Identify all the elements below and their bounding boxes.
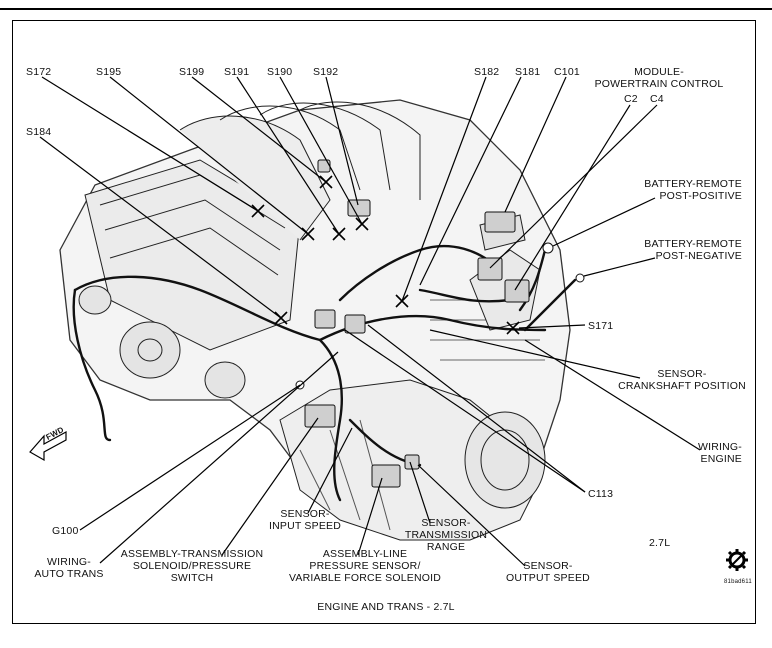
leader-output-speed [417,464,526,567]
leader-trans-solenoid [221,417,319,556]
wiring-auto-line2: AUTO TRANS [34,568,104,580]
leader-battery-negative [583,257,656,277]
label-s182: S182 [474,66,500,78]
leader-s190 [279,76,363,225]
label-s199: S199 [179,66,205,78]
connectors [295,159,585,488]
figure-caption: ENGINE AND TRANS - 2.7L [317,601,455,613]
label-g100: G100 [52,525,79,537]
leader-battery-positive [552,197,656,247]
leader-c2 [514,104,631,291]
label-battery-remote-post-positive: BATTERY-REMOTE POST-POSITIVE [620,178,742,202]
label-s192: S192 [313,66,339,78]
line-pressure-line3: VARIABLE FORCE SOLENOID [288,572,442,584]
leader-s192 [325,76,359,206]
leader-s181 [419,76,522,286]
leader-lines [39,76,701,567]
battery-neg-line2: POST-NEGATIVE [655,250,742,262]
leader-input-speed [307,427,353,514]
module-line1: MODULE- [634,66,684,78]
leader-line-pressure [357,477,383,556]
label-wiring-engine: WIRING- ENGINE [680,441,742,465]
trans-range-line2: TRANSMISSION [404,529,488,541]
leader-c101 [504,76,567,213]
fwd-arrow [29,430,67,462]
crank-line2: CRANKSHAFT POSITION [618,380,746,392]
trans-sol-line2: SOLENOID/PRESSURE [132,560,252,572]
label-c113: C113 [588,488,614,500]
line-pressure-line1: ASSEMBLY-LINE [322,548,408,560]
label-assembly-transmission-solenoid: ASSEMBLY-TRANSMISSION SOLENOID/PRESSURE … [112,548,272,584]
output-speed-line1: SENSOR- [523,560,573,572]
leader-s172 [41,76,259,212]
label-sensor-crankshaft-position: SENSOR- CRANKSHAFT POSITION [612,368,752,392]
trans-range-line1: SENSOR- [421,517,471,529]
leader-s182 [401,76,487,302]
label-module-powertrain-control: MODULE- POWERTRAIN CONTROL [594,66,724,90]
leader-c113-b [367,324,586,493]
leader-s199 [191,76,327,183]
trans-sol-line1: ASSEMBLY-TRANSMISSION [120,548,264,560]
label-s195: S195 [96,66,122,78]
battery-pos-line2: POST-POSITIVE [659,190,742,202]
label-s184: S184 [26,126,52,138]
engine-illustration [59,99,571,541]
crank-line1: SENSOR- [657,368,707,380]
label-s190: S190 [267,66,293,78]
leader-trans-range [409,461,431,524]
label-s172: S172 [26,66,52,78]
leader-crankshaft [429,329,641,379]
label-sensor-input-speed: SENSOR- INPUT SPEED [262,508,348,532]
leader-s195 [109,76,309,235]
label-sensor-output-speed: SENSOR- OUTPUT SPEED [498,560,598,584]
figure-frame [12,20,756,624]
trans-range-line3: RANGE [426,541,466,553]
wiring-auto-line1: WIRING- [47,556,91,568]
wiring-engine-line1: WIRING- [698,441,742,453]
wiring-engine-line2: ENGINE [700,453,742,465]
leader-c113-a [344,329,586,493]
leader-s184 [39,136,282,319]
leader-c4 [489,104,658,269]
label-c4: C4 [650,93,664,105]
leader-wiring-engine [524,339,701,451]
input-speed-line2: INPUT SPEED [268,520,342,532]
line-pressure-line2: PRESSURE SENSOR/ [309,560,421,572]
label-c2: C2 [624,93,638,105]
module-line2: POWERTRAIN CONTROL [594,78,724,90]
splice-s171-marker [506,321,520,335]
battery-neg-line1: BATTERY-REMOTE [644,238,742,250]
top-rule [0,8,772,10]
battery-pos-line1: BATTERY-REMOTE [644,178,742,190]
leader-g100 [79,384,301,531]
label-c101: C101 [554,66,580,78]
label-sensor-transmission-range: SENSOR- TRANSMISSION RANGE [396,517,496,553]
label-wiring-auto-trans: WIRING- AUTO TRANS [24,556,114,580]
label-assembly-line-pressure: ASSEMBLY-LINE PRESSURE SENSOR/ VARIABLE … [285,548,445,584]
leader-s191 [236,76,340,235]
label-engine-size: 2.7L [649,537,671,549]
label-figure-id: 81bad611 [724,579,752,585]
leader-s171 [518,324,586,329]
input-speed-line1: SENSOR- [280,508,330,520]
label-s171: S171 [588,320,614,332]
trans-sol-line3: SWITCH [170,572,214,584]
label-s191: S191 [224,66,250,78]
gear-icon [726,549,748,571]
label-battery-remote-post-negative: BATTERY-REMOTE POST-NEGATIVE [620,238,742,262]
label-s181: S181 [515,66,541,78]
leader-wiring-auto-trans [99,351,339,564]
output-speed-line2: OUTPUT SPEED [506,572,590,584]
